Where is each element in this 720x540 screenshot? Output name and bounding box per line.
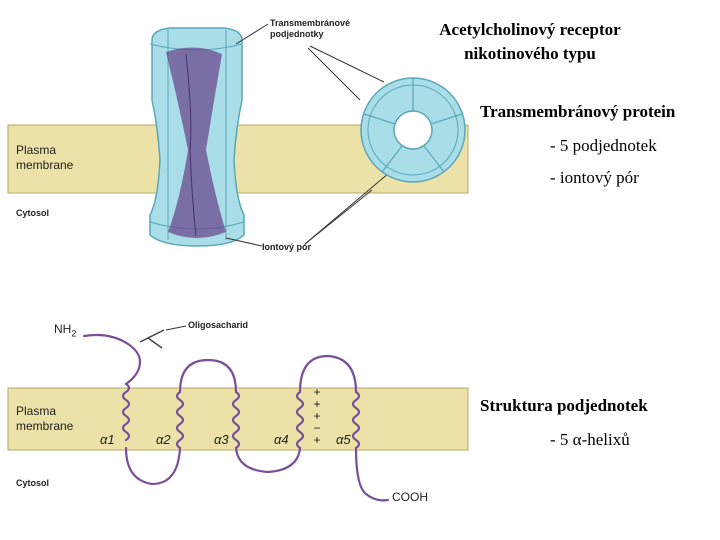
oligosaccharide-label: Oligosacharid — [188, 320, 249, 330]
heading-structure: Struktura podjednotek — [480, 396, 648, 415]
top-plasma-membrane-label: Plasma membrane — [16, 143, 73, 173]
nh2-text: NH — [54, 322, 72, 336]
bottom-plasma-membrane-label: Plasma membrane — [16, 404, 73, 434]
cooh-label: COOH — [392, 490, 428, 504]
top-cytosol-label: Cytosol — [16, 208, 50, 218]
top-membrane-word: membrane — [16, 158, 74, 172]
polypeptide-chain — [82, 333, 390, 502]
charge-3: + — [313, 409, 321, 423]
subunits-label: Transmembránové podjednotky — [270, 18, 350, 40]
bottom-plasma-word: Plasma — [16, 404, 57, 418]
nh2-subscript: 2 — [71, 328, 77, 339]
subunits-leader-1 — [235, 23, 269, 45]
subunits-label-line-2: podjednotky — [270, 29, 324, 39]
receptor-channel — [149, 27, 245, 247]
title-line-2: nikotinového typu — [464, 44, 596, 63]
nh2-label: NH2 — [54, 322, 76, 338]
helix-label-4: α4 — [274, 432, 289, 447]
bullet-subunits: - 5 podjednotek — [550, 136, 657, 155]
charge-2: + — [313, 397, 321, 411]
bottom-cytosol-label: Cytosol — [16, 478, 50, 488]
receptor-cross-section — [360, 77, 466, 183]
heading-transmembrane: Transmembránový protein — [480, 102, 676, 121]
title-line-1: Acetylcholinový receptor — [439, 20, 621, 39]
charge-markers: + + + − + — [312, 386, 322, 446]
helix-label-2: α2 — [156, 432, 171, 447]
subunits-leader-3 — [309, 45, 385, 83]
pore-leader-1 — [225, 237, 263, 247]
pore-leader-3 — [304, 161, 403, 245]
helix-label-5: α5 — [336, 432, 351, 447]
top-plasma-word: Plasma — [16, 143, 57, 157]
subunits-leader-2 — [307, 47, 361, 101]
oligosaccharide-icon — [139, 329, 165, 349]
page-title: Acetylcholinový receptor nikotinového ty… — [420, 18, 640, 66]
charge-5: + — [313, 433, 321, 447]
charge-1: + — [313, 385, 321, 399]
bottom-membrane-word: membrane — [16, 419, 74, 433]
helix-label-3: α3 — [214, 432, 229, 447]
bullet-helices: - 5 α-helixů — [550, 430, 630, 449]
subunits-label-line-1: Transmembránové — [270, 18, 351, 28]
bullet-pore: - iontový pór — [550, 168, 639, 187]
pore-label: Iontový pór — [262, 242, 311, 252]
oligo-leader — [165, 325, 187, 331]
charge-4: − — [313, 421, 321, 435]
helix-label-1: α1 — [100, 432, 115, 447]
